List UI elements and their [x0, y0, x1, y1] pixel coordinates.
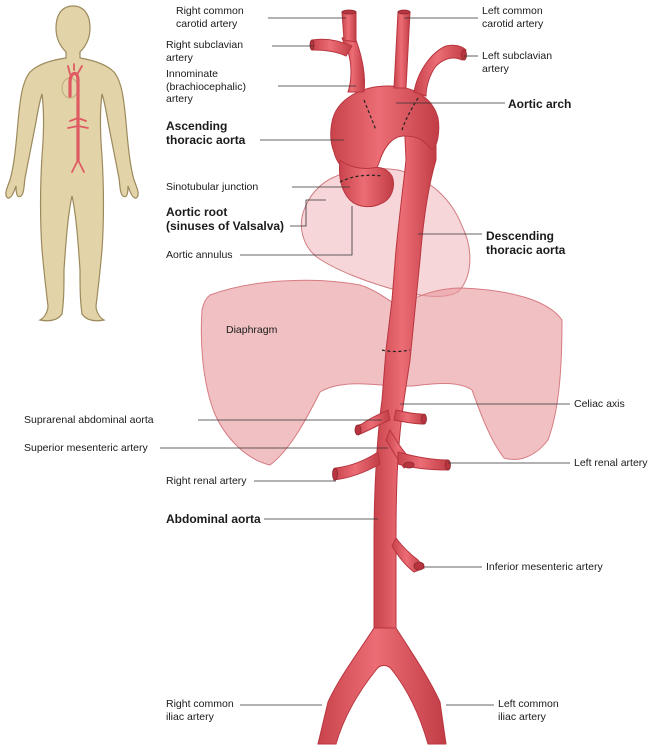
human-body-outline: [5, 5, 139, 322]
left-carotid-opening: [397, 9, 411, 15]
leader-lines: [160, 17, 570, 706]
celiac-opening-right: [421, 413, 427, 425]
boundary-diaphragm: [381, 349, 411, 353]
label-suprarenal-abdominal-aorta: Suprarenal abdominal aorta: [24, 414, 154, 426]
label-aortic-root: Aortic root (sinuses of Valsalva): [166, 205, 285, 233]
body-silhouette: [5, 5, 139, 322]
superior-mesenteric-opening: [403, 461, 415, 469]
boundary-sinotubular: [339, 174, 383, 183]
boundary-ascending-arch: [363, 99, 377, 131]
label-superior-mesenteric-artery: Superior mesenteric artery: [24, 442, 148, 454]
label-innominate: Innominate (brachiocephalic) artery: [166, 68, 246, 105]
left-subclavian-branch: [413, 44, 467, 97]
label-diaphragm: Diaphragm: [226, 324, 278, 336]
leader-aortic-annulus: [240, 206, 353, 256]
right-renal-opening: [332, 467, 338, 481]
label-aortic-annulus: Aortic annulus: [166, 249, 233, 261]
boundary-arch-descending: [401, 97, 419, 131]
label-abdominal-aorta: Abdominal aorta: [166, 512, 261, 526]
iliac-bifurcation: [317, 627, 447, 745]
label-aortic-arch: Aortic arch: [508, 97, 572, 111]
label-sinotubular-junction: Sinotubular junction: [166, 181, 259, 193]
label-ascending-thoracic-aorta: Ascending thoracic aorta: [166, 119, 246, 147]
right-subclavian-opening: [309, 39, 315, 51]
label-inferior-mesenteric-artery: Inferior mesenteric artery: [486, 561, 603, 573]
right-carotid-opening: [341, 9, 357, 15]
aortic-root-shape: [339, 159, 394, 208]
label-celiac-axis: Celiac axis: [574, 398, 625, 410]
segment-boundaries: [339, 97, 419, 353]
innominate-branch: [341, 33, 365, 93]
inset-aorta-branches: [67, 63, 89, 173]
vessel-openings: [309, 9, 467, 571]
label-right-common-iliac: Right common iliac artery: [166, 698, 234, 723]
inferior-mesenteric-opening: [413, 561, 425, 571]
label-left-common-iliac: Left common iliac artery: [498, 698, 559, 723]
label-right-subclavian: Right subclavian artery: [166, 39, 244, 64]
descending-abdominal-trunk: [373, 114, 437, 633]
label-left-renal-artery: Left renal artery: [574, 457, 648, 469]
left-renal-opening: [445, 459, 451, 471]
label-right-common-carotid: Right common carotid artery: [176, 5, 244, 30]
inset-aorta: [68, 71, 80, 162]
label-right-renal-artery: Right renal artery: [166, 475, 247, 487]
label-left-subclavian: Left subclavian artery: [482, 50, 553, 75]
label-left-common-carotid: Left common carotid artery: [482, 5, 544, 30]
left-subclavian-opening: [461, 49, 467, 61]
left-carotid-branch: [393, 11, 411, 89]
right-renal-branch: [333, 451, 381, 481]
right-carotid-branch: [341, 11, 357, 43]
leader-aortic-root: [290, 199, 326, 227]
celiac-opening-left: [354, 424, 362, 436]
label-descending-thoracic-aorta: Descending thoracic aorta: [486, 229, 566, 257]
